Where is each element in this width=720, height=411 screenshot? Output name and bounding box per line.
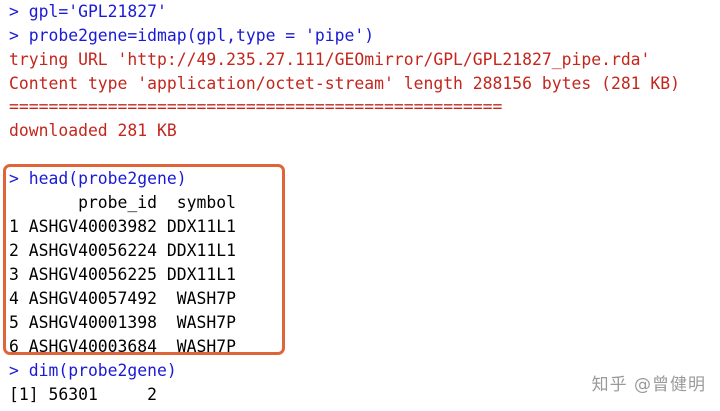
console-line-cmd-idmap: > probe2gene=idmap(gpl,type = 'pipe'): [9, 26, 375, 45]
table-row: 4 ASHGV40057492 WASH7P: [9, 289, 236, 308]
console-line-cmd-head: > head(probe2gene): [9, 169, 187, 188]
console-line-dim-result: [1] 56301 2: [9, 385, 158, 404]
console-line-downloaded: downloaded 281 KB: [9, 121, 177, 140]
console-line-trying-url: trying URL 'http://49.235.27.111/GEOmirr…: [9, 50, 651, 69]
table-row: 3 ASHGV40056225 DDX11L1: [9, 265, 236, 284]
console-line-cmd-dim: > dim(probe2gene): [9, 361, 177, 380]
table-row: 1 ASHGV40003982 DDX11L1: [9, 217, 236, 236]
console-line-progress-bar: ========================================…: [9, 97, 503, 116]
watermark: 知乎 @曾健明: [591, 375, 706, 395]
console-line-cmd-gpl: > gpl='GPL21827': [9, 2, 167, 21]
table-row: 2 ASHGV40056224 DDX11L1: [9, 241, 236, 260]
table-row: 5 ASHGV40001398 WASH7P: [9, 313, 236, 332]
highlight-box: [3, 164, 285, 355]
console-line-content-type: Content type 'application/octet-stream' …: [9, 74, 681, 93]
table-header-row: probe_id symbol: [9, 193, 236, 212]
table-row: 6 ASHGV40003684 WASH7P: [9, 337, 236, 356]
